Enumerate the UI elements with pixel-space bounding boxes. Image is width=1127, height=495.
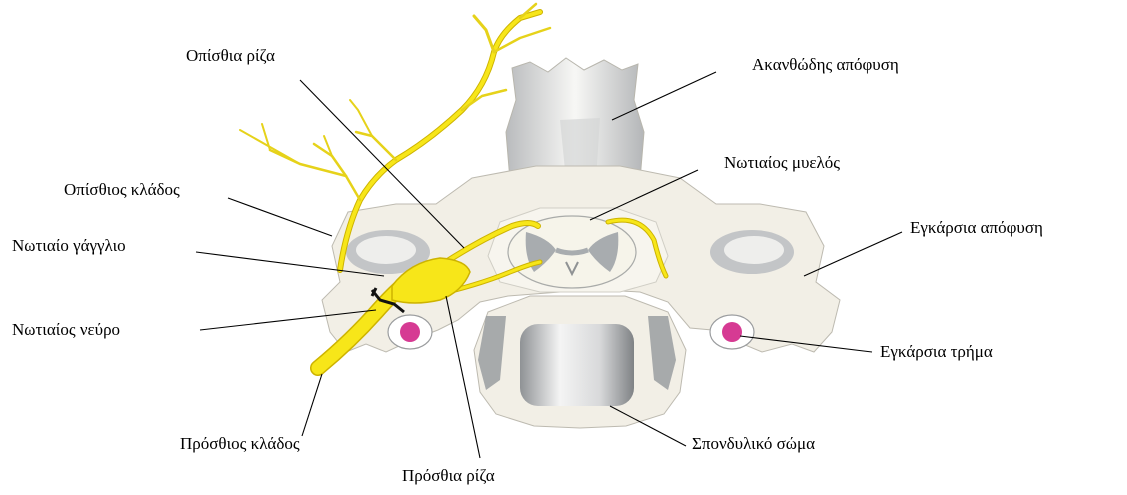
label-anterior-root: Πρόσθια ρίζα	[402, 466, 495, 486]
left-foramen	[388, 315, 432, 349]
label-vertebral-body: Σπονδυλικό σώμα	[692, 434, 815, 454]
right-foramen	[710, 315, 754, 349]
label-transverse-foramen: Εγκάρσια τρήμα	[880, 342, 993, 362]
spinal-cord-shape	[508, 216, 636, 288]
label-spinal-ganglion: Νωτιαίο γάγγλιο	[12, 236, 126, 256]
label-anterior-branch: Πρόσθιος κλάδος	[180, 434, 300, 454]
label-posterior-root: Οπίσθια ρίζα	[186, 46, 275, 66]
label-transverse-process: Εγκάρσια απόφυση	[910, 218, 1043, 238]
label-spinal-cord: Νωτιαίος μυελός	[724, 153, 840, 173]
right-transverse-cavity-inner	[724, 236, 784, 264]
label-posterior-branch: Οπίσθιος κλάδος	[64, 180, 180, 200]
label-spinous-process: Ακανθώδης απόφυση	[752, 55, 899, 75]
left-transverse-cavity-inner	[356, 236, 416, 264]
vertebral-body-inner	[520, 324, 634, 406]
label-spinal-nerve: Νωτιαίος νεύρο	[12, 320, 120, 340]
